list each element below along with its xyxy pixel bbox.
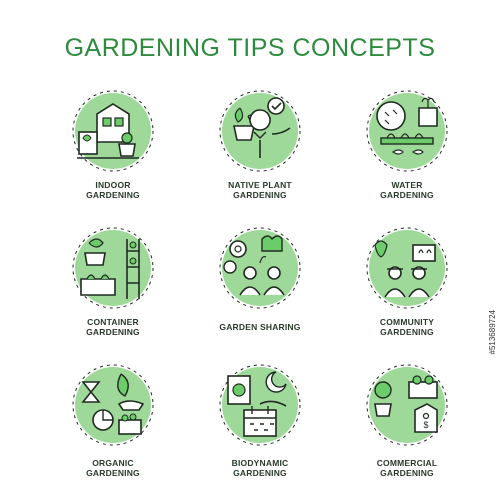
indoor-gardening-icon xyxy=(63,86,163,176)
community-gardening-icon xyxy=(357,223,457,313)
garden-sharing-icon xyxy=(210,223,310,313)
native-plant-gardening-icon xyxy=(210,86,310,176)
biodynamic-gardening-icon xyxy=(210,360,310,450)
concept-label: GARDEN SHARING xyxy=(219,322,301,332)
page-title: GARDENING TIPS CONCEPTS xyxy=(64,34,436,62)
organic-gardening-icon xyxy=(63,360,163,450)
water-gardening-icon xyxy=(357,86,457,176)
commercial-gardening-icon: $ xyxy=(357,360,457,450)
concept-card-garden-sharing: GARDEN SHARING xyxy=(187,217,333,347)
svg-text:$: $ xyxy=(423,420,428,430)
container-gardening-icon xyxy=(63,223,163,313)
stock-id: #513689724 xyxy=(488,310,497,355)
